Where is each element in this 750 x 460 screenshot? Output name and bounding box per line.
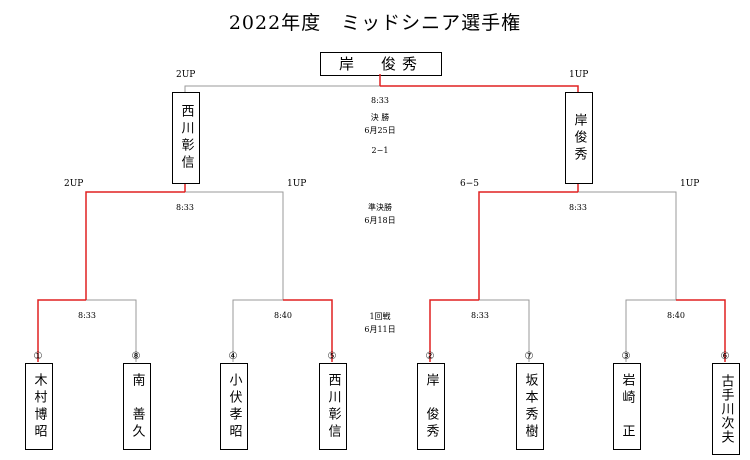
semi-score-4: 1UP [680,179,700,189]
player-3-seed: ④ [228,351,238,362]
final-time: 8:33 [371,96,389,105]
line-sf4 [578,191,677,300]
final-round: 決 勝 [370,113,390,122]
player-7-seed: ③ [621,351,631,362]
r1-time-4: 8:40 [667,311,685,320]
player-5: 岸 俊秀 [417,363,445,450]
semi-date: 6月18日 [364,216,396,225]
player-6: 坂本秀樹 [516,363,544,450]
final-right-score: 1UP [569,70,589,80]
line-sf2 [185,191,284,300]
final-left-score: 2UP [176,70,196,80]
final-right-player: 岸俊秀 [565,92,593,184]
champion-box: 岸 俊秀 [320,52,442,76]
line-p1 [37,299,86,362]
player-8: 古手川次夫 [712,363,740,455]
semi-round: 準決勝 [368,203,392,212]
player-1-seed: ① [33,351,43,362]
r1-date: 6月11日 [364,325,396,334]
line-p3 [232,299,283,362]
line-p6 [479,299,530,362]
r1-time-2: 8:40 [274,311,292,320]
line-p7 [625,299,676,362]
r1-time-3: 8:33 [471,311,489,320]
player-2-seed: ⑧ [131,351,141,362]
player-7: 岩崎 正 [613,363,641,450]
line-p8 [676,299,726,362]
semi-score-3: 6−5 [460,179,479,189]
final-date: 6月25日 [364,126,396,135]
r1-round: 1回戦 [369,312,391,321]
line-f-left [184,85,380,92]
line-p4 [283,299,333,362]
r1-time-1: 8:33 [78,311,96,320]
line-f-right [380,85,579,92]
player-3: 小伏孝昭 [220,363,248,450]
line-p5 [429,299,479,362]
player-4-seed: ⑤ [327,351,337,362]
player-1: 木村博昭 [25,363,53,450]
semi-left-time: 8:33 [176,203,194,212]
player-2: 南 善久 [123,363,151,450]
player-5-seed: ② [425,351,435,362]
player-6-seed: ⑦ [524,351,534,362]
semi-right-time: 8:33 [569,203,587,212]
player-8-seed: ⑥ [720,351,730,362]
line-sf1 [85,191,185,300]
page-title: 2022年度 ミッドシニア選手権 [228,12,522,34]
line-sf3 [478,191,578,300]
line-p2 [86,299,137,362]
final-result: 2−1 [371,146,389,155]
player-4: 西川彰信 [319,363,347,450]
final-left-player: 西川彰信 [172,92,200,184]
semi-score-1: 2UP [64,179,84,189]
semi-score-2: 1UP [287,179,307,189]
